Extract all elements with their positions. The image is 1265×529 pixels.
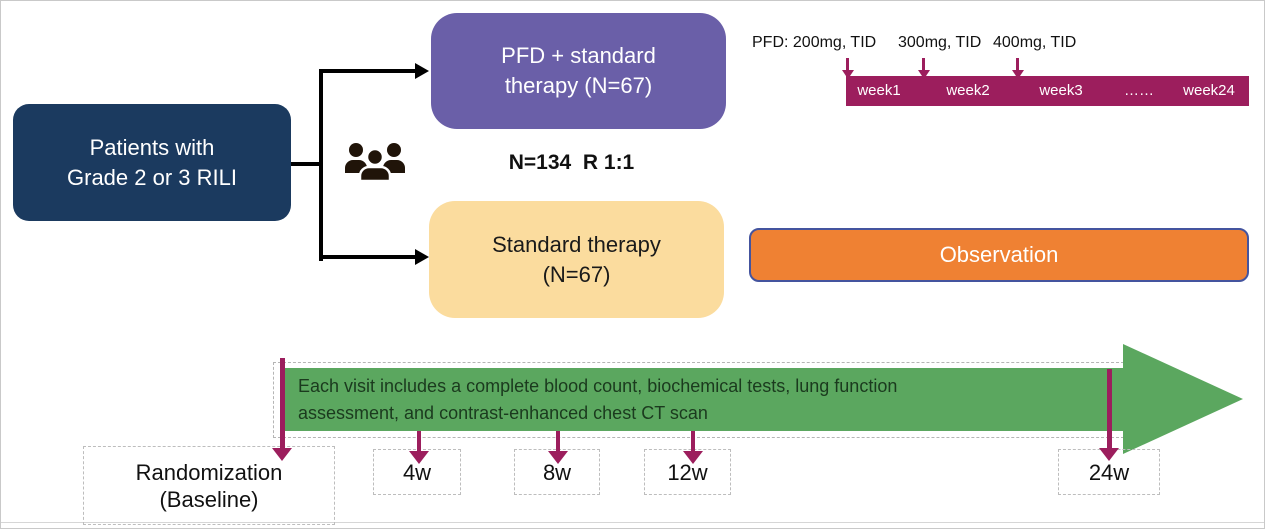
visit-arrow-head-icon (1123, 344, 1243, 454)
dose-label-200mg: PFD: 200mg, TID (752, 34, 877, 51)
dose-arrow-1-icon (842, 70, 854, 79)
week-bar (846, 76, 1249, 106)
baseline-label-box: Randomization (Baseline) (83, 446, 335, 525)
patients-box-line1: Patients with (89, 134, 215, 160)
baseline-label-line1: Randomization (135, 459, 283, 485)
week-label-1: week1 (857, 82, 901, 99)
pfd-arm-line2: therapy (N=67) (504, 73, 653, 98)
arrow-8w-icon (548, 451, 568, 464)
week-label-ellipsis: …… (1124, 82, 1154, 99)
slide-bottom-edge (1, 522, 1264, 523)
arrow-8w-shaft (556, 431, 560, 452)
arrow-12w-icon (683, 451, 703, 464)
dose-arrow-2-shaft (922, 58, 925, 71)
pfd-arm-line1: PFD + standard (501, 43, 656, 68)
branch-top-arrowhead-icon (415, 63, 429, 79)
pfd-arm-box: PFD + standard therapy (N=67) (431, 13, 726, 129)
visit-note: Each visit includes a complete blood cou… (298, 373, 1118, 427)
allocation-text: N=134 R 1:1 (508, 151, 635, 174)
standard-arm-line2: (N=67) (542, 261, 611, 287)
dose-arrow-2-icon (918, 70, 930, 79)
patients-box: Patients with Grade 2 or 3 RILI (13, 104, 291, 221)
baseline-arrow-shaft (280, 358, 285, 449)
week-label-2: week2 (946, 82, 990, 99)
baseline-arrow-icon (272, 448, 292, 461)
week-label-3: week3 (1039, 82, 1083, 99)
arrow-24w-shaft (1107, 369, 1112, 449)
observation-bar: Observation (749, 228, 1249, 282)
branch-bottom-arrowhead-icon (415, 249, 429, 265)
dose-arrow-3-icon (1012, 70, 1024, 79)
arrow-12w-shaft (691, 431, 695, 452)
dose-label-300mg: 300mg, TID (898, 34, 982, 51)
dose-arrow-3-shaft (1016, 58, 1019, 71)
branch-top-line (319, 69, 415, 73)
dose-label-400mg: 400mg, TID (993, 34, 1077, 51)
branch-stem-line (291, 162, 323, 166)
people-group-icon (345, 143, 405, 183)
visit-label-24w: 24w (1088, 459, 1130, 485)
branch-vertical-line (319, 69, 323, 261)
observation-label: Observation (939, 242, 1059, 267)
visit-note-line2: assessment, and contrast-enhanced chest … (298, 403, 708, 423)
arrow-24w-icon (1099, 448, 1119, 461)
arrow-4w-shaft (417, 431, 421, 452)
standard-arm-line1: Standard therapy (492, 231, 661, 257)
standard-arm-box: Standard therapy (N=67) (429, 201, 724, 318)
arrow-4w-icon (409, 451, 429, 464)
patients-box-line2: Grade 2 or 3 RILI (67, 164, 237, 190)
visit-note-line1: Each visit includes a complete blood cou… (298, 376, 898, 396)
baseline-label-line2: (Baseline) (159, 486, 259, 512)
branch-bottom-line (319, 255, 415, 259)
dose-arrow-1-shaft (846, 58, 849, 71)
visit-arrow-body (284, 368, 1123, 431)
week-label-24: week24 (1183, 82, 1235, 99)
